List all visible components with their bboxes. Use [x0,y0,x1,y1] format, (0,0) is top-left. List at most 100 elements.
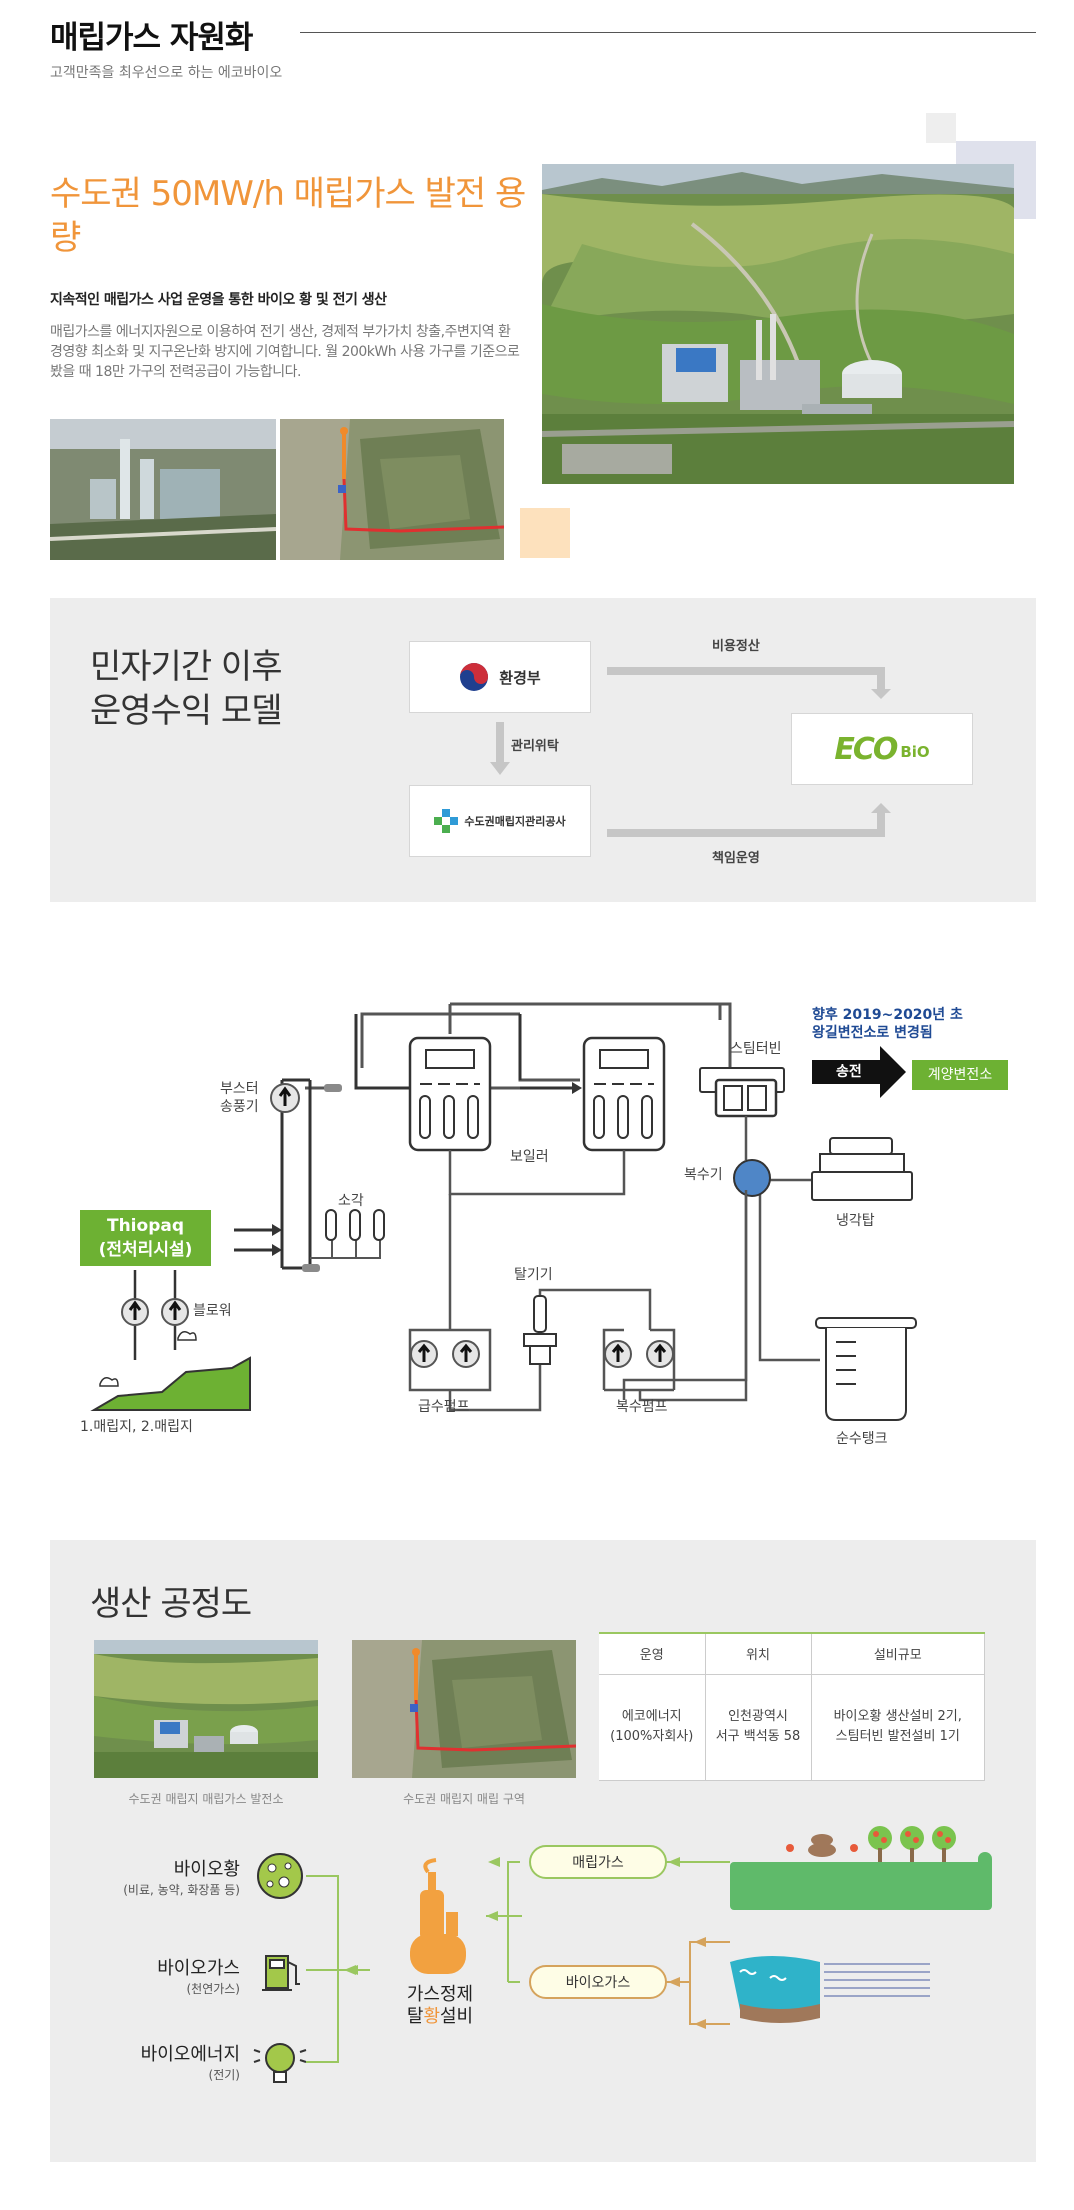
table-row: 에코에너지 (100%자회사) 인천광역시 서구 백석동 58 바이오황 생산설… [599,1674,985,1781]
output-biogas-name: 바이오가스 [157,1958,240,1979]
landfill-field-icon [730,1826,992,1910]
output-biogas-sub: (천연가스) [186,1982,240,1996]
thiopaq-box: Thiopaq (전처리시설) [80,1210,211,1266]
facility-label: 가스정제 탈황설비 [400,1984,480,2028]
production-title: 생산 공정도 [90,1584,252,1624]
deaerator-label: 탈기기 [514,1267,553,1283]
condenser-label: 복수기 [684,1167,723,1183]
facility-photo [50,419,276,560]
cell-capacity-line1: 바이오황 생산설비 2기, [833,1709,962,1724]
revenue-model-title: 민자기간 이후 운영수익 모델 [90,645,282,733]
cell-operation-line2: (100%자회사) [610,1729,694,1744]
corporation-box: 수도권매립지관리공사 [409,785,591,857]
thiopaq-line2: (전처리시설) [98,1240,193,1260]
facility-info-table: 운영 위치 설비규모 에코에너지 (100%자회사) 인천광역시 서구 백석동 … [599,1632,985,1781]
condensate-pump-icons [604,1340,674,1368]
bulb-icon [253,2043,307,2083]
ministry-emblem-icon [460,663,489,691]
steam-turbine [699,1067,785,1118]
condensate-pump-label: 복수펌프 [616,1399,668,1415]
landfill-map-photo [280,419,504,560]
cell-location-line1: 인천광역시 [728,1709,788,1724]
steam-turbine-label: 스팀터빈 [730,1041,782,1057]
biogas-pill: 바이오가스 [565,1975,631,1991]
table-header-capacity: 설비규모 [811,1633,985,1675]
ecobio-logo-sub: BiO [900,743,930,761]
landfill-gas-pill: 매립가스 [572,1855,624,1871]
page-title: 매립가스 자원화 [50,20,253,56]
ministry-box: 환경부 [409,641,591,713]
sewage-treatment-icon [730,1956,930,2023]
gas-pump-icon [262,1955,300,1991]
output-biosulfur-name: 바이오황 [173,1859,240,1880]
cooling-tower-label: 냉각탑 [836,1213,875,1229]
table-cell-capacity: 바이오황 생산설비 2기, 스팀터빈 발전설비 1기 [811,1674,985,1781]
booster-line2: 송풍기 [220,1099,259,1115]
ecobio-logo-main: ECO [834,731,898,767]
biosulfur-icon [257,1853,303,1899]
substation-label: 계양변전소 [912,1060,1008,1090]
notice-line1: 향후 2019~2020년 초 [812,1007,963,1023]
production-plant-illustration [94,1640,318,1778]
production-plant-photo [94,1640,318,1778]
output-biosulfur: 바이오황 (비료, 농약, 화장품 등) [90,1855,240,1898]
boiler-label: 보일러 [510,1149,549,1165]
ministry-label: 환경부 [499,668,541,687]
arrow-label-operate: 책임운영 [712,851,760,866]
plant-aerial-photo [542,164,1014,484]
facility-illustration [50,419,276,560]
revenue-model-title-line1: 민자기간 이후 [90,647,282,687]
production-area-photo [352,1640,576,1778]
cell-capacity-line2: 스팀터빈 발전설비 1기 [835,1729,960,1744]
facility-label-line2-a: 탈 [406,2006,424,2027]
gas-purification-facility-icon [410,1858,466,1974]
feed-pump-icons [410,1340,480,1368]
revenue-model-title-line2: 운영수익 모델 [90,691,282,731]
hero-description: 매립가스를 에너지자원으로 이용하여 전기 생산, 경제적 부가가치 창출,주변… [50,324,520,380]
deco-square-light [926,113,956,143]
cooling-tower [811,1137,913,1201]
output-bioenergy: 바이오에너지 (전기) [90,2040,240,2083]
output-bioenergy-sub: (전기) [208,2068,240,2082]
incinerator-label: 소각 [338,1193,364,1209]
incinerator [325,1209,385,1241]
feed-pump-label: 급수펌프 [418,1399,470,1415]
notice-line2: 왕길변전소로 변경됨 [812,1025,933,1041]
booster-label: 부스터 송풍기 [220,1080,259,1116]
hero-title: 수도권 50MW/h 매립가스 발전 용량 [50,174,526,258]
table-header-row: 운영 위치 설비규모 [599,1633,985,1675]
table-header-location: 위치 [705,1633,812,1675]
pure-tank-label: 순수탱크 [836,1431,888,1447]
caption-area: 수도권 매립지 매립 구역 [403,1792,525,1806]
output-bioenergy-name: 바이오에너지 [140,2044,240,2065]
arrow-label-entrust: 관리위탁 [511,739,559,754]
facility-label-line2: 탈황설비 [400,2006,480,2028]
table-cell-location: 인천광역시 서구 백석동 58 [705,1674,812,1781]
corporation-label: 수도권매립지관리공사 [464,815,566,828]
page-subtitle: 고객만족을 최우선으로 하는 에코바이오 [50,65,283,81]
landfill-label: 1.매립지, 2.매립지 [80,1419,193,1435]
landfill-map-illustration [280,419,504,560]
hero-lead: 지속적인 매립가스 사업 운영을 통한 바이오 황 및 전기 생산 [50,292,387,308]
boiler-2 [582,1036,666,1152]
output-biogas: 바이오가스 (천연가스) [90,1954,240,1997]
cell-location-line2: 서구 백석동 58 [715,1729,801,1744]
table-header-operation: 운영 [599,1633,706,1675]
ecobio-box: ECO BiO [791,713,973,785]
blower-label: 블로워 [193,1303,232,1319]
title-divider [300,32,1036,33]
plant-aerial-illustration [542,164,1014,484]
boiler-1 [408,1036,492,1152]
caption-plant: 수도권 매립지 매립가스 발전소 [128,1792,284,1806]
table-cell-operation: 에코에너지 (100%자회사) [599,1674,706,1781]
cell-operation-line1: 에코에너지 [621,1709,682,1724]
thiopaq-line1: Thiopaq [106,1216,184,1236]
transmission-label: 송전 [836,1064,862,1080]
deco-square-peach [520,508,570,558]
output-biosulfur-sub: (비료, 농약, 화장품 등) [123,1883,240,1897]
production-area-illustration [352,1640,576,1778]
facility-label-line2-c: 설비 [440,2006,474,2027]
notice-text: 향후 2019~2020년 초 왕길변전소로 변경됨 [812,1006,963,1042]
